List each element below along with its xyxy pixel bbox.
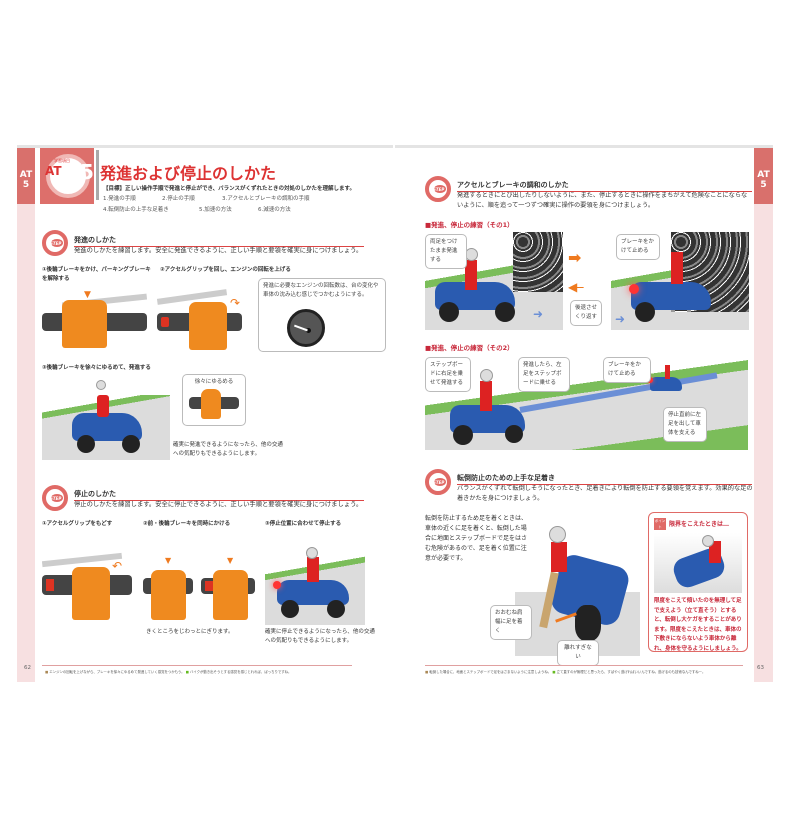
step-label-3: ③後輪ブレーキを徐々にゆるめて、発進する [42, 365, 151, 371]
topic-1: 1.発進の手順 [103, 196, 136, 202]
section-description: 停止のしかたを練習します。安全に停止できるように、正しい手順と要領を確実に身につ… [74, 501, 363, 508]
callout-rpm: 発進に必要なエンジンの回転数は、台の変化や車体の沈み込む感じでつかむようにする。 [258, 278, 386, 352]
down-arrow-icon: ▼ [84, 290, 91, 300]
illustration-scooter-start [42, 395, 170, 460]
rotate-arrow-icon: ↶ [112, 559, 123, 573]
badge-label: 学習項目 [54, 158, 70, 163]
callout-text: 発進に必要なエンジンの回転数は、台の変化や車体の沈み込む感じでつかむようにする。 [263, 283, 379, 298]
point-badge: ポイント [654, 518, 666, 530]
point-text: 限度をこえて傾いたのを無理して足で支えよう（立て直そう）とすると、転倒し大ケガを… [654, 598, 742, 652]
tachometer-icon [287, 309, 325, 347]
footer-note-right: ■ 転倒した場合に、地面とステップボードで足をはさまないように注意しようね。 ■… [425, 670, 706, 674]
illustration-scooter-stop [265, 545, 365, 625]
step-label-2: ②アクセルグリップを回し、エンジンの回転を上げる [160, 267, 291, 273]
section-description: 発進のしかたを練習します。安全に発進できるように、正しい手順と要領を確実に身につ… [74, 247, 363, 254]
illustration-footing [515, 520, 640, 656]
step-icon: STEP [425, 176, 451, 202]
illustration-throttle-hand: ↷ [157, 288, 247, 350]
beginner-mark-icon: ■ [185, 670, 189, 674]
footer-note-left: ■ エンジンの回転を上げながら、ブレーキを徐々にゆるめて発進していく感覚をつかも… [45, 670, 292, 674]
page-number-right: 63 [757, 665, 764, 671]
caption-brake-grip: きくところをじわっとにぎります。 [146, 629, 234, 635]
down-arrow-icon: ▼ [227, 556, 234, 565]
badge-number: 5 [80, 160, 94, 184]
point-box: ポイント 限界をこえたときは… 限度をこえて傾いたのを無理して足で支えよう（立て… [648, 512, 748, 652]
down-arrow-icon: ▼ [165, 556, 172, 565]
page-title: 発進および停止のしかた [100, 164, 277, 183]
stop-step-1: ①アクセルグリップをもどす [42, 521, 113, 527]
topic-3: 3.アクセルとブレーキの調和の手順 [222, 196, 310, 202]
step-label-1: ①後輪ブレーキをかけ、パーキングブレーキを解除する [42, 267, 151, 282]
character-icon: ■ [425, 670, 429, 674]
stop-step-2: ②前・後輪ブレーキを同時にかける [143, 521, 231, 527]
tab-number: 5 [22, 180, 30, 190]
rider-helmet [96, 380, 106, 390]
badge-code: AT [45, 164, 62, 178]
beginner-mark-icon: ■ [552, 670, 556, 674]
caption-stop: 確実に停止できるようになったら、他の交通への気配りもできるようにします。 [265, 629, 375, 644]
edge-strip-left [17, 204, 35, 682]
footer-divider [42, 665, 352, 666]
section-description: バランスがくずれて転倒しそうになったとき、足着きにより転倒を防止する要領を覚えま… [457, 485, 753, 502]
footer-divider [425, 665, 743, 666]
stop-step-3: ③停止位置に合わせて停止する [265, 521, 342, 527]
forward-arrow-icon: ➜ [615, 312, 626, 326]
callout-not-too-far: 離れすぎない [557, 640, 599, 666]
step-icon: STEP [425, 469, 451, 495]
callout-reverse-repeat: 後退させくり返す [570, 300, 602, 326]
character-icon: ■ [45, 670, 49, 674]
section-heading-stop: 停止のしかた [74, 489, 364, 501]
callout-support: 停止直前に左足を出して車体を支える [663, 407, 707, 442]
footing-body: 転倒を防止するため足を着くときは、車体の近くに足を着くと、転倒した場合に地面とス… [425, 515, 528, 562]
callout-both-feet: 両足をつけたまま発進する [425, 234, 467, 269]
topic-4: 4.転倒防止の上手な足着き [103, 207, 169, 213]
illustration-practice1-start: ➜ [425, 232, 563, 330]
caption-start: 確実に発進できるようになったら、他の交通への気配りもできるようにします。 [173, 442, 283, 457]
section-heading-start: 発進のしかた [74, 235, 364, 247]
tab-code: AT [19, 170, 33, 180]
edge-strip-right [754, 204, 773, 682]
callout-left-foot: 発進したら、左足をステップボードに乗せる [518, 357, 570, 392]
illustration-rear-brake-hand: ▼ [42, 288, 147, 348]
section-description: 発進するときにとび出したりしないように、また、停止するときに操作をまちがえて危険… [457, 192, 748, 209]
rotate-arrow-icon: ↷ [230, 296, 241, 310]
page-number-left: 62 [24, 665, 31, 671]
illustration-both-brakes: ▼ ▼ [143, 550, 255, 622]
back-arrow-icon: ◀‑‑‑ [568, 280, 584, 294]
topic-6: 6.減速の方法 [258, 207, 291, 213]
topic-5: 5.加速の方法 [199, 207, 232, 213]
lesson-badge: 学習項目 AT 5 [40, 148, 94, 204]
practice-1-title: ■発進、停止の練習（その1） [425, 221, 514, 229]
step-icon: STEP [42, 230, 68, 256]
illustration-fall [654, 533, 742, 593]
section-heading-coordination: アクセルとブレーキの調和のしかた [457, 180, 752, 192]
callout-brake: ブレーキをかけて止める [603, 357, 651, 383]
callout-brake-stop: ブレーキをかけて止める [616, 234, 660, 260]
forward-arrow-icon: ➜ [533, 307, 544, 321]
point-title: 限界をこえたときは… [669, 521, 730, 528]
callout-text: 徐々にゆるめる [194, 379, 234, 385]
practice-2-title: ■発進、停止の練習（その2） [425, 344, 514, 352]
callout-right-foot: ステップボードに右足を乗せて発進する [425, 357, 471, 392]
callout-shoulder-width: おおむね肩幅に足を着く [490, 605, 532, 640]
section-heading-footing: 転倒防止のための上手な足着き [457, 473, 752, 485]
step-icon: STEP [42, 485, 68, 511]
topic-2: 2.停止の手順 [162, 196, 195, 202]
tire-wall [513, 232, 563, 292]
right-arrow-icon: ➡ [568, 248, 582, 267]
goal-text: 【目標】正しい操作手順で発進と停止ができ、バランスがくずれたときの対処のしかたを… [103, 186, 355, 192]
illustration-throttle-return: ↶ [42, 545, 132, 620]
callout-release: 徐々にゆるめる [182, 374, 246, 426]
